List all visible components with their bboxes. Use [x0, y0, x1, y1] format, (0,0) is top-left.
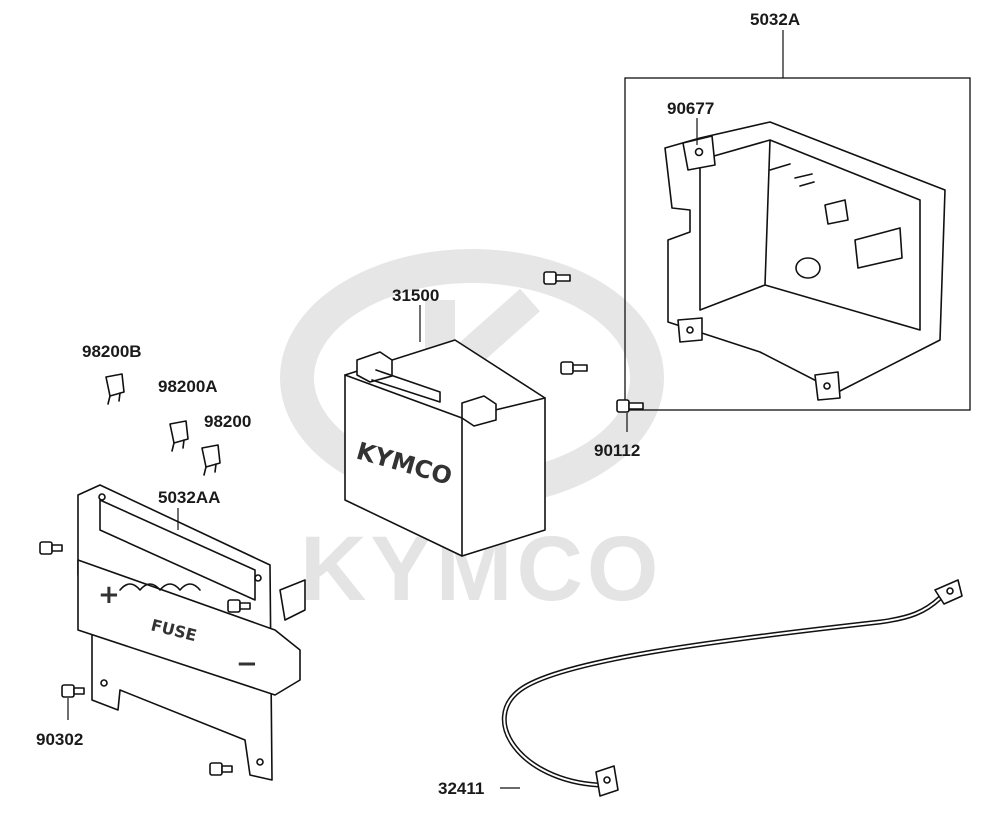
battery: KYMCO 31500: [344, 286, 546, 557]
label-98200: 98200: [204, 412, 251, 431]
plate-flange: [279, 579, 306, 621]
battery-bolts: 90112: [543, 271, 644, 460]
fuse-98200A: [169, 420, 189, 452]
battery-box-lug-bottom-left: [677, 317, 703, 343]
battery-box-lug-bottom-right: [814, 371, 841, 401]
fuse-slots: [119, 583, 201, 591]
fuse-98200: [201, 444, 221, 476]
plus-mark: +: [98, 580, 120, 610]
plate-bolts: 90302: [36, 541, 251, 776]
plate-slot: [99, 499, 256, 601]
fuse-98200B: [105, 373, 125, 405]
battery-cable: 32411: [438, 579, 963, 798]
label-90302: 90302: [36, 730, 83, 749]
label-31500: 31500: [392, 286, 439, 305]
label-32411: 32411: [438, 779, 484, 798]
bolt-icon: [39, 541, 63, 555]
battery-box-body: [664, 121, 946, 393]
battery-terminal-positive: [356, 351, 393, 383]
bolt-icon: [560, 361, 588, 375]
label-90677: 90677: [667, 99, 714, 118]
bolt-icon: [543, 271, 571, 285]
label-98200B: 98200B: [82, 342, 142, 361]
cable-terminal-bottom: [595, 765, 619, 797]
battery-box-frame: [624, 77, 971, 411]
battery-box-inner: [699, 139, 921, 331]
bolt-icon: [61, 684, 85, 698]
fuses: 98200B 98200A 98200: [82, 342, 251, 476]
fuse-holder-plate: + FUSE − 5032AA: [77, 484, 306, 781]
battery-box-side-tab: [854, 227, 903, 269]
bolt-icon: [227, 599, 251, 613]
label-90112: 90112: [594, 441, 640, 460]
label-5032AA: 5032AA: [158, 488, 220, 507]
bolt-icon: [209, 762, 233, 776]
battery-box-lug-mid: [824, 199, 849, 225]
battery-box-top-lug: [682, 135, 716, 171]
battery-terminal-negative: [461, 395, 497, 427]
label-98200A: 98200A: [158, 377, 218, 396]
fuse-block: [77, 559, 301, 696]
minus-mark: −: [236, 649, 258, 679]
battery-box-hole: [795, 257, 821, 279]
battery-box-tabs: [769, 163, 815, 187]
cable-wire: [501, 595, 943, 788]
battery-box: 5032A 90677: [624, 10, 971, 411]
bolt-icon: [616, 399, 644, 413]
cable-terminal-top: [934, 579, 963, 605]
label-5032A: 5032A: [750, 10, 800, 29]
